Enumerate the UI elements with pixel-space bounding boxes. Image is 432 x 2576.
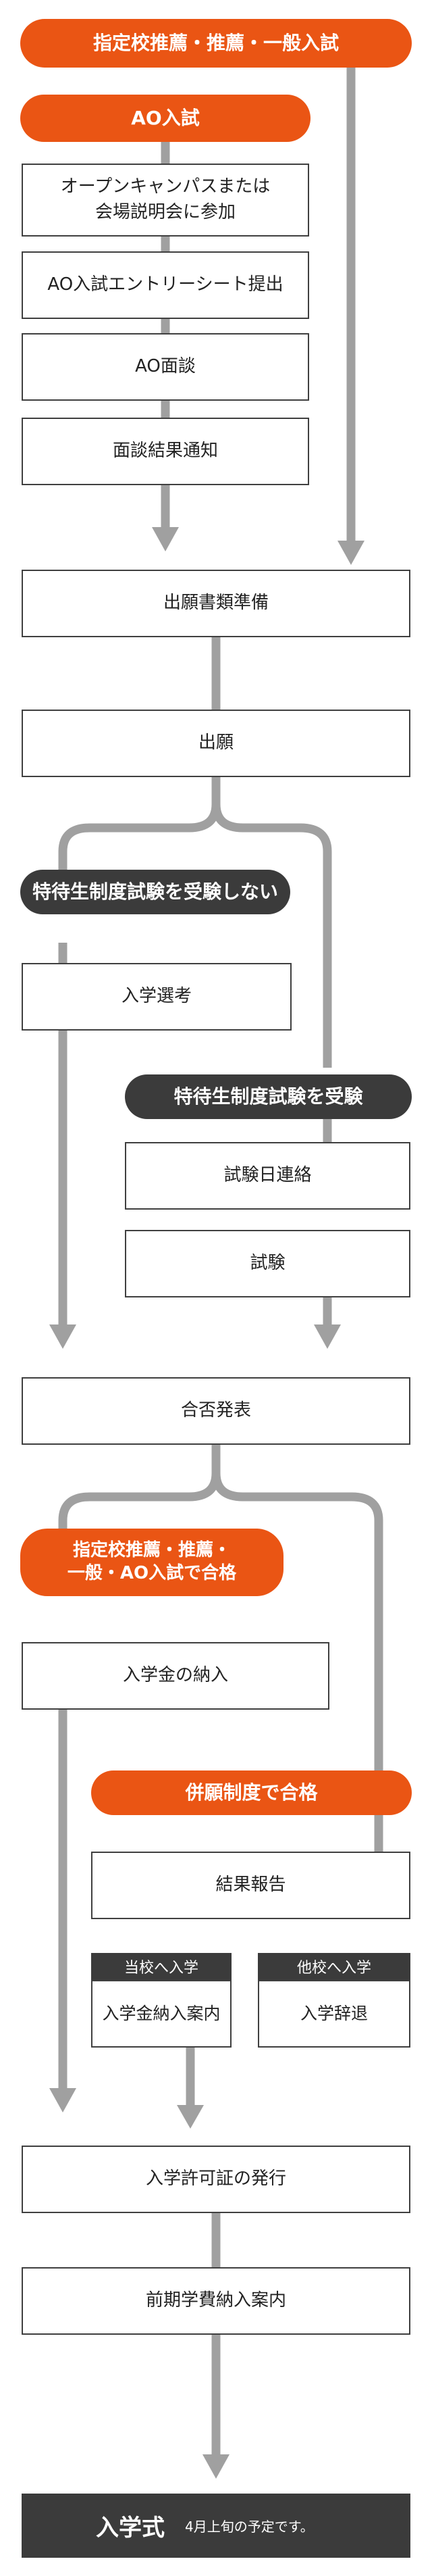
pill-pass-regular-ao: 指定校推薦・推薦・ 一般・AO入試で合格 xyxy=(20,1529,284,1596)
box-pass-announcement: 合否発表 xyxy=(22,1377,410,1445)
pill-scholarship-exam: 特待生制度試験を受験 xyxy=(125,1074,412,1119)
arrowhead-ceremony xyxy=(202,2454,230,2479)
arrowhead-announcement-left xyxy=(49,1324,76,1349)
box-ao-entry-sheet: AO入試エントリーシート提出 xyxy=(22,251,309,319)
box-admission-permit: 入学許可証の発行 xyxy=(22,2146,410,2213)
box-document-preparation: 出願書類準備 xyxy=(22,570,410,637)
box-exam: 試験 xyxy=(125,1230,410,1297)
tag-enroll-this-school: 当校へ入学 xyxy=(91,1953,232,1980)
pill-ao-exam: AO入試 xyxy=(20,95,310,142)
pill-no-scholarship-exam: 特待生制度試験を受験しない xyxy=(20,870,290,914)
box-application: 出願 xyxy=(22,710,410,777)
box-ao-interview: AO面談 xyxy=(22,333,309,401)
box-enrollment-fee-guide: 入学金納入案内 xyxy=(91,1980,232,2048)
connector-application-split xyxy=(58,777,332,1068)
box-open-campus: オープンキャンパスまたは 会場説明会に参加 xyxy=(22,164,309,237)
arrowhead-documents-left xyxy=(152,527,179,551)
arrowhead-permit-left xyxy=(49,2088,76,2112)
tag-enroll-other-school: 他校へ入学 xyxy=(258,1953,410,1980)
arrowhead-documents-right xyxy=(338,541,364,565)
pill-designated-general-exams: 指定校推薦・推薦・一般入試 xyxy=(20,19,412,68)
box-first-term-tuition-guide: 前期学費納入案内 xyxy=(22,2267,410,2335)
connector-announcement-split xyxy=(58,1445,383,1852)
pill-combined-application-pass: 併願制度で合格 xyxy=(91,1770,412,1815)
box-interview-result-notice: 面談結果通知 xyxy=(22,418,309,485)
box-result-report: 結果報告 xyxy=(91,1852,410,1919)
box-admission-selection: 入学選考 xyxy=(22,963,292,1031)
ceremony-title: 入学式 xyxy=(96,2515,165,2542)
box-admission-withdrawal: 入学辞退 xyxy=(258,1980,410,2048)
arrowhead-announcement-right xyxy=(314,1324,341,1349)
arrowhead-permit-right xyxy=(177,2105,204,2129)
box-enrollment-fee-payment: 入学金の納入 xyxy=(22,1642,329,1710)
box-exam-date-notice: 試験日連絡 xyxy=(125,1142,410,1210)
box-entrance-ceremony: 入学式 4月上旬の予定です。 xyxy=(22,2494,410,2558)
ceremony-note: 4月上旬の予定です。 xyxy=(185,2519,314,2535)
